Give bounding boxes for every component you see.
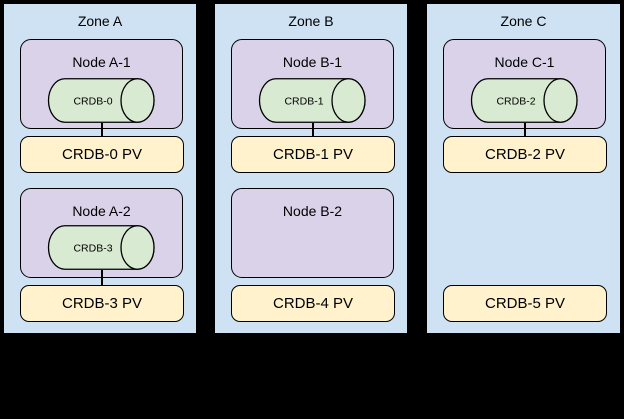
- node-b-2-box: Node B-2: [231, 188, 394, 278]
- crdb-2-pv-box: CRDB-2 PV: [443, 136, 607, 173]
- node-b-1-label: Node B-1: [282, 54, 343, 70]
- crdb-2-pod-label: CRDB-2: [496, 96, 535, 108]
- crdb-4-pv-label: CRDB-4 PV: [272, 295, 354, 312]
- crdb-2-pod-cylinder: CRDB-2: [470, 78, 578, 123]
- crdb-5-pv-label: CRDB-5 PV: [484, 295, 566, 312]
- zone-a-box: Zone A Node A-1 CRDB-0 CRDB-0 PV Node A-…: [2, 2, 198, 335]
- crdb-3-pv-label: CRDB-3 PV: [61, 295, 143, 312]
- node-a-1-label: Node A-1: [72, 54, 131, 70]
- crdb-5-pv-box: CRDB-5 PV: [443, 285, 607, 322]
- node-c-1-label: Node C-1: [494, 54, 555, 70]
- crdb-3-pv-box: CRDB-3 PV: [20, 285, 184, 322]
- zone-a-label: Zone A: [77, 13, 123, 29]
- crdb-1-pv-label: CRDB-1 PV: [272, 146, 354, 163]
- crdb-1-pod-cylinder: CRDB-1: [258, 78, 366, 123]
- crdb-0-pv-box: CRDB-0 PV: [20, 136, 184, 173]
- node-b-2-label: Node B-2: [282, 203, 343, 219]
- zone-c-label: Zone C: [500, 13, 547, 29]
- crdb-0-connector-line: [100, 123, 103, 136]
- zone-b-box: Zone B Node B-1 CRDB-1 CRDB-1 PV Node B-…: [213, 2, 409, 335]
- crdb-2-pv-label: CRDB-2 PV: [484, 146, 566, 163]
- zone-c-box: Zone C Node C-1 CRDB-2 CRDB-2 PV CRDB-5 …: [425, 2, 622, 335]
- crdb-0-pod-cylinder: CRDB-0: [47, 78, 155, 123]
- crdb-0-pv-label: CRDB-0 PV: [61, 146, 143, 163]
- crdb-0-pod-label: CRDB-0: [73, 96, 112, 108]
- crdb-4-pv-box: CRDB-4 PV: [231, 285, 395, 322]
- crdb-3-pod-label: CRDB-3: [73, 243, 112, 255]
- crdb-1-connector-line: [311, 123, 314, 136]
- crdb-2-connector-line: [523, 123, 526, 136]
- crdb-1-pv-box: CRDB-1 PV: [231, 136, 395, 173]
- crdb-1-pod-label: CRDB-1: [284, 96, 323, 108]
- node-a-2-label: Node A-2: [72, 203, 131, 219]
- crdb-3-connector-line: [100, 270, 103, 285]
- crdb-3-pod-cylinder: CRDB-3: [47, 225, 155, 270]
- zone-b-label: Zone B: [288, 13, 334, 29]
